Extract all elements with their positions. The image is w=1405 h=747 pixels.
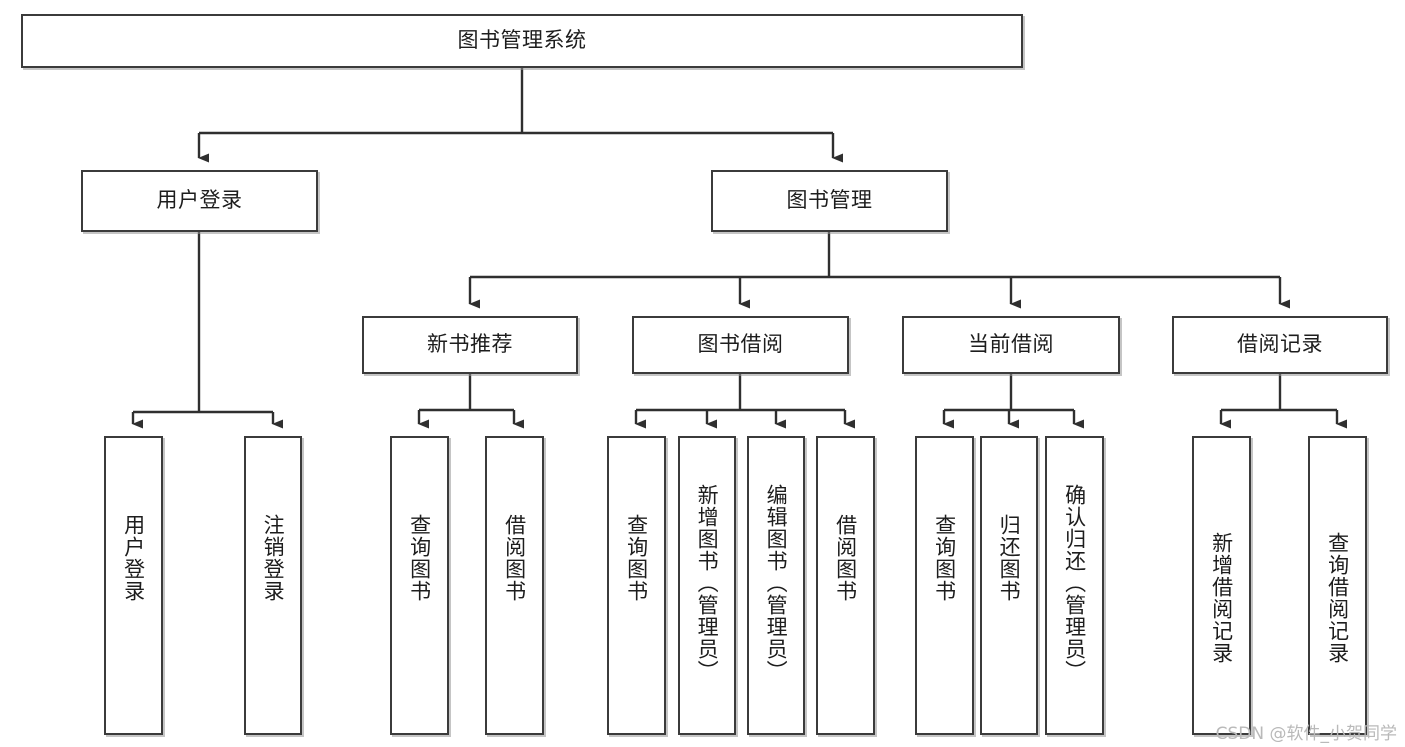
node-leaf-query-book-1-label: 查询图书 [407, 514, 432, 602]
node-leaf-query-borrow-record[interactable]: 查询借阅记录 [1308, 436, 1367, 735]
node-leaf-user-logout-label: 注销登录 [261, 514, 286, 602]
node-leaf-add-book[interactable]: 新增图书（管理员） [678, 436, 736, 735]
node-leaf-borrow-book-1-label: 借阅图书 [502, 514, 527, 602]
node-leaf-user-logout[interactable]: 注销登录 [244, 436, 302, 735]
node-leaf-query-book-3-label: 查询图书 [932, 514, 957, 602]
node-user-login[interactable]: 用户登录 [81, 170, 318, 232]
node-leaf-query-book-1[interactable]: 查询图书 [390, 436, 449, 735]
node-leaf-query-borrow-record-label: 查询借阅记录 [1325, 532, 1350, 664]
node-root[interactable]: 图书管理系统 [21, 14, 1023, 68]
node-leaf-add-borrow-record[interactable]: 新增借阅记录 [1192, 436, 1251, 735]
node-book-manage[interactable]: 图书管理 [711, 170, 948, 232]
node-book-borrow-label: 图书借阅 [697, 332, 784, 357]
node-root-label: 图书管理系统 [457, 28, 587, 53]
node-leaf-query-book-3[interactable]: 查询图书 [915, 436, 974, 735]
node-leaf-query-book-2[interactable]: 查询图书 [607, 436, 666, 735]
node-leaf-confirm-return-label: 确认归还（管理员） [1062, 484, 1087, 682]
node-leaf-return-book-label: 归还图书 [997, 514, 1022, 602]
node-new-book-recommend-label: 新书推荐 [427, 332, 513, 357]
node-leaf-borrow-book-2[interactable]: 借阅图书 [816, 436, 875, 735]
node-leaf-confirm-return[interactable]: 确认归还（管理员） [1045, 436, 1104, 735]
node-book-manage-label: 图书管理 [786, 188, 873, 213]
node-leaf-return-book[interactable]: 归还图书 [980, 436, 1038, 735]
node-leaf-borrow-book-2-label: 借阅图书 [833, 514, 858, 602]
node-borrow-record-label: 借阅记录 [1237, 332, 1323, 357]
node-new-book-recommend[interactable]: 新书推荐 [362, 316, 578, 374]
node-leaf-user-login-label: 用户登录 [121, 514, 146, 602]
node-leaf-query-book-2-label: 查询图书 [624, 514, 649, 602]
node-user-login-label: 用户登录 [156, 188, 243, 213]
node-leaf-user-login[interactable]: 用户登录 [104, 436, 163, 735]
node-borrow-record[interactable]: 借阅记录 [1172, 316, 1388, 374]
node-leaf-borrow-book-1[interactable]: 借阅图书 [485, 436, 544, 735]
node-book-borrow[interactable]: 图书借阅 [632, 316, 849, 374]
node-leaf-add-book-label: 新增图书（管理员） [695, 484, 720, 682]
node-current-borrow-label: 当前借阅 [968, 332, 1054, 357]
node-leaf-edit-book[interactable]: 编辑图书（管理员） [747, 436, 805, 735]
node-leaf-add-borrow-record-label: 新增借阅记录 [1209, 532, 1234, 664]
node-current-borrow[interactable]: 当前借阅 [902, 316, 1120, 374]
node-leaf-edit-book-label: 编辑图书（管理员） [764, 484, 789, 682]
